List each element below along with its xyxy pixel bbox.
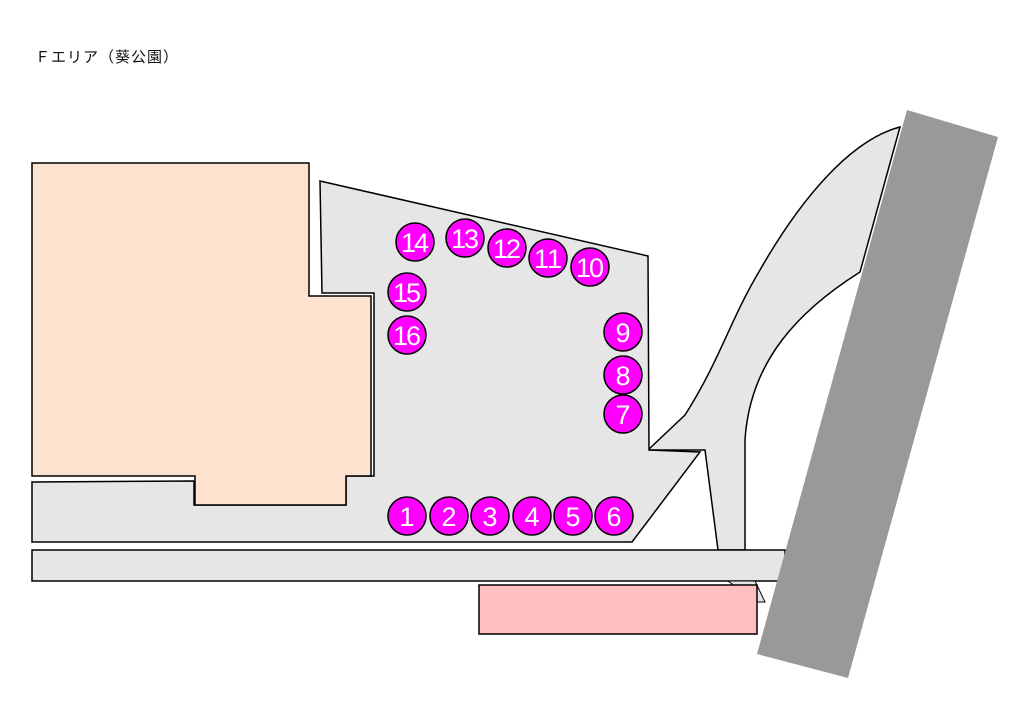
booth-circle xyxy=(528,238,568,278)
booth-circle xyxy=(553,496,593,536)
booth-circle xyxy=(387,496,427,536)
booth-number: 15 xyxy=(393,278,421,308)
booth-number: 8 xyxy=(615,361,630,391)
map-title: Ｆエリア（葵公園） xyxy=(35,48,180,66)
booth-number: 3 xyxy=(482,502,497,532)
booth-circle xyxy=(395,222,435,262)
plaza xyxy=(31,180,702,543)
booth-number: 12 xyxy=(493,234,521,264)
booth-number: 11 xyxy=(534,244,562,274)
pink-block xyxy=(478,584,758,635)
booth-marker-2[interactable]: 2 xyxy=(429,496,469,536)
booth-circle xyxy=(603,355,643,395)
booth-marker-9[interactable]: 9 xyxy=(603,312,643,352)
booth-number: 13 xyxy=(451,224,479,254)
booth-marker-7[interactable]: 7 xyxy=(603,394,643,434)
booth-number: 16 xyxy=(393,321,421,351)
booth-marker-16[interactable]: 16 xyxy=(387,315,427,355)
booth-marker-14[interactable]: 14 xyxy=(395,222,435,262)
booth-marker-4[interactable]: 4 xyxy=(512,496,552,536)
booth-marker-12[interactable]: 12 xyxy=(487,228,527,268)
booth-marker-8[interactable]: 8 xyxy=(603,355,643,395)
booth-number: 7 xyxy=(615,400,630,430)
curved-walkway xyxy=(646,125,902,551)
booth-number: 2 xyxy=(441,502,456,532)
road xyxy=(31,549,786,582)
booth-marker-15[interactable]: 15 xyxy=(387,272,427,312)
gray-band xyxy=(757,110,998,678)
booth-circle xyxy=(487,228,527,268)
booth-marker-6[interactable]: 6 xyxy=(594,496,634,536)
booth-circle xyxy=(387,315,427,355)
booth-circle xyxy=(594,496,634,536)
booth-marker-13[interactable]: 13 xyxy=(445,218,485,258)
booth-circle xyxy=(603,394,643,434)
booth-number: 10 xyxy=(576,253,604,283)
booth-marker-10[interactable]: 10 xyxy=(570,247,610,287)
booth-circle xyxy=(387,272,427,312)
booth-circle xyxy=(445,218,485,258)
booth-number: 5 xyxy=(565,502,580,532)
booth-circle xyxy=(512,496,552,536)
booth-circle xyxy=(570,247,610,287)
booth-number: 4 xyxy=(524,502,539,532)
booth-number: 14 xyxy=(401,228,429,258)
booth-number: 9 xyxy=(615,318,630,348)
booth-marker-3[interactable]: 3 xyxy=(470,496,510,536)
booth-circle xyxy=(603,312,643,352)
booth-circle xyxy=(429,496,469,536)
booth-number: 6 xyxy=(606,502,621,532)
booth-number: 1 xyxy=(399,502,414,532)
booth-marker-11[interactable]: 11 xyxy=(528,238,568,278)
building xyxy=(31,162,372,506)
booth-marker-1[interactable]: 1 xyxy=(387,496,427,536)
booth-marker-5[interactable]: 5 xyxy=(553,496,593,536)
booth-circle xyxy=(470,496,510,536)
